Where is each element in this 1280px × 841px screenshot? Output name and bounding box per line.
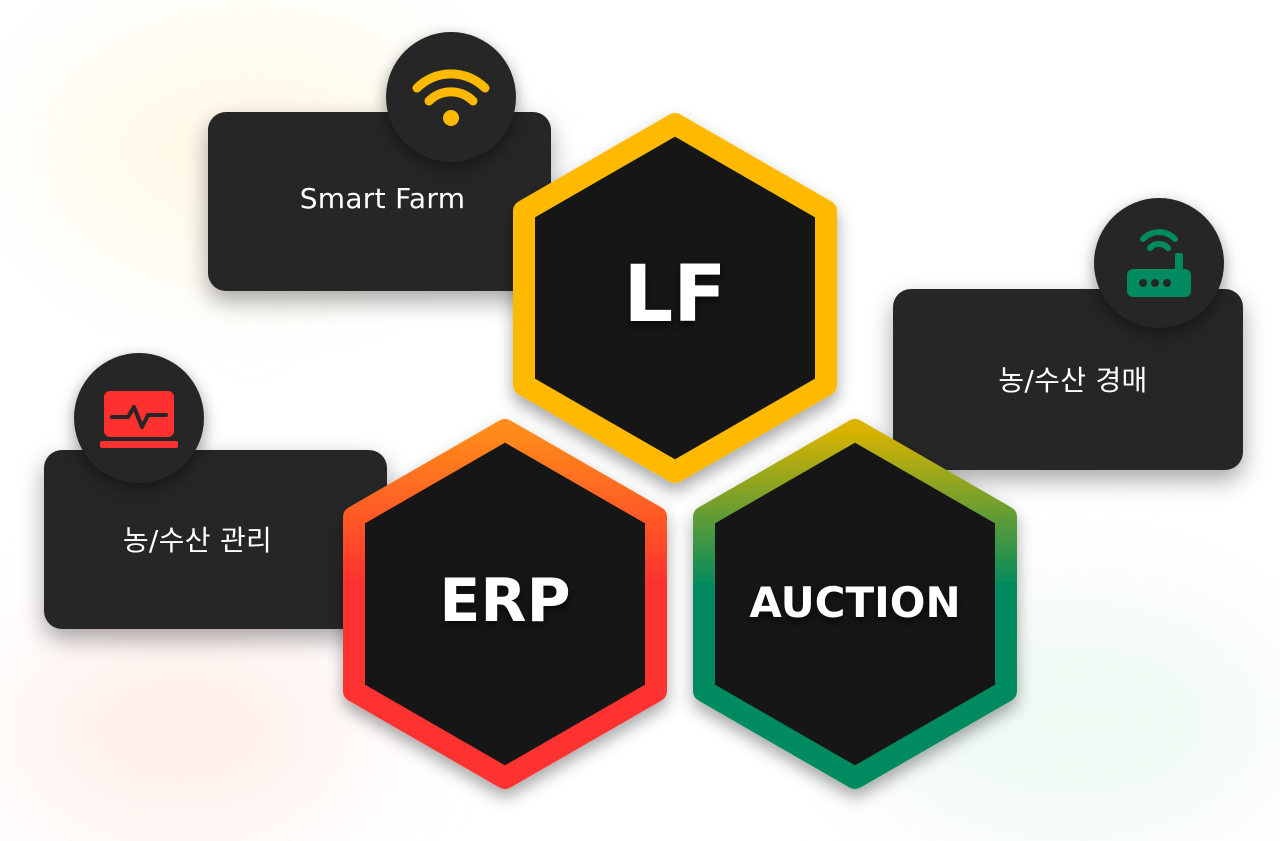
- lf-hexagon[interactable]: LF: [500, 110, 850, 490]
- router-icon: [1127, 229, 1191, 297]
- lf-label: LF: [623, 250, 727, 340]
- wifi-icon: [412, 69, 490, 126]
- smart-farm-badge: [386, 32, 516, 162]
- background-glow-red: [0, 620, 360, 840]
- monitor-pulse-icon: [100, 391, 178, 448]
- smart-farm-label: Smart Farm: [299, 182, 466, 215]
- erp-label: ERP: [439, 566, 571, 636]
- management-badge: [74, 353, 204, 483]
- auction-hexagon[interactable]: AUCTION: [680, 416, 1030, 796]
- auction-card-label: 농/수산 경매: [998, 363, 1148, 397]
- auction-label: AUCTION: [749, 578, 961, 627]
- auction-badge: [1094, 198, 1224, 328]
- erp-hexagon[interactable]: ERP: [330, 416, 680, 796]
- management-card[interactable]: 농/수산 관리: [44, 450, 387, 629]
- management-label: 농/수산 관리: [122, 523, 273, 557]
